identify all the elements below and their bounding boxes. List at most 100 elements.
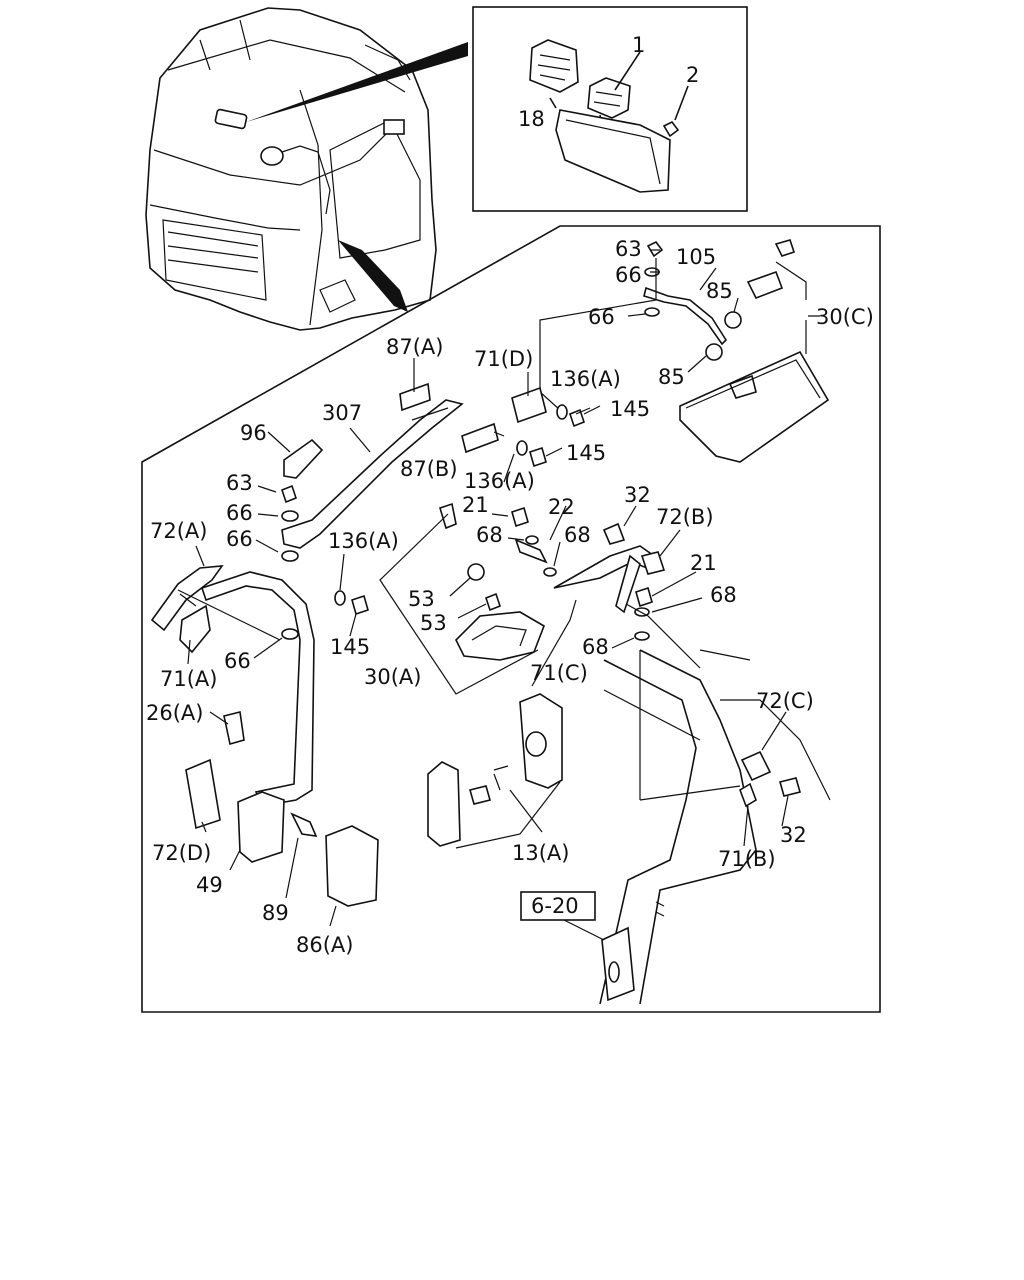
callout-21-center: 21 bbox=[462, 493, 489, 517]
bracket-72a bbox=[150, 565, 224, 632]
callout-72b: 72(B) bbox=[656, 505, 714, 529]
mirror-30c-group bbox=[539, 239, 830, 463]
inset-frame bbox=[472, 6, 748, 212]
washer-66-b bbox=[281, 550, 299, 562]
callout-68-right-b: 68 bbox=[582, 635, 609, 659]
callout-136a-upper: 136(A) bbox=[550, 367, 621, 391]
bulb-96 bbox=[283, 438, 324, 479]
arm-71c bbox=[553, 545, 662, 589]
bracket-71b bbox=[739, 782, 757, 808]
callout-22: 22 bbox=[548, 495, 575, 519]
mirror-base-pad bbox=[529, 39, 579, 93]
callout-13a: 13(A) bbox=[512, 841, 569, 865]
callout-87a: 87(A) bbox=[386, 335, 443, 359]
washer-66-a bbox=[281, 510, 299, 522]
plate-72d bbox=[185, 758, 221, 830]
washer-66-c bbox=[281, 628, 299, 640]
pointer-wedge-upper bbox=[246, 42, 468, 122]
callout-18: 18 bbox=[518, 107, 545, 131]
callout-68-center-a: 68 bbox=[476, 523, 503, 547]
right-arm-group bbox=[531, 522, 701, 687]
lamp-13a-group bbox=[427, 693, 563, 849]
cap-85-lower bbox=[705, 343, 723, 361]
washer-68-b bbox=[543, 567, 557, 577]
bolt-32-upper bbox=[602, 522, 626, 545]
bracket-72b bbox=[640, 551, 666, 575]
callout-71a: 71(A) bbox=[160, 667, 217, 691]
bracket-72c bbox=[740, 750, 772, 782]
callout-136a-mid: 136(A) bbox=[464, 469, 535, 493]
callout-72d: 72(D) bbox=[152, 841, 211, 865]
callout-30c: 30(C) bbox=[816, 305, 874, 329]
bolt-89 bbox=[290, 812, 318, 837]
callout-71b: 71(B) bbox=[718, 847, 776, 871]
callout-66-mid: 66 bbox=[588, 305, 615, 329]
upper-mirror-location bbox=[383, 119, 405, 135]
cap-53-upper bbox=[467, 563, 485, 581]
callout-85-upper: 85 bbox=[706, 279, 733, 303]
callout-26a: 26(A) bbox=[146, 701, 203, 725]
pillar-panel bbox=[601, 926, 635, 1002]
bracket-71d bbox=[511, 386, 547, 424]
cover-86a bbox=[325, 825, 379, 907]
callout-87b: 87(B) bbox=[400, 457, 458, 481]
callout-1: 1 bbox=[632, 33, 645, 57]
callout-30a: 30(A) bbox=[364, 665, 421, 689]
door-pillar-group bbox=[599, 649, 831, 1005]
callout-86a: 86(A) bbox=[296, 933, 353, 957]
left-arm-group bbox=[150, 565, 379, 907]
reference-box bbox=[520, 891, 596, 921]
mirror-mount-bracket bbox=[587, 77, 631, 119]
callout-66-left-c: 66 bbox=[224, 649, 251, 673]
callout-68-right-a: 68 bbox=[710, 583, 737, 607]
callout-63-left: 63 bbox=[226, 471, 253, 495]
pointer-wedge-lower bbox=[338, 240, 408, 312]
nut-63 bbox=[646, 240, 664, 258]
callout-105: 105 bbox=[676, 245, 716, 269]
washer-136a-lower bbox=[516, 440, 528, 456]
callout-72a: 72(A) bbox=[150, 519, 207, 543]
callout-89: 89 bbox=[262, 901, 289, 925]
callout-labels: 1 2 18 63 66 105 85 66 30(C) 85 87(A) 71… bbox=[146, 33, 874, 957]
inset-interior-mirror bbox=[529, 39, 689, 193]
reference-label: 6-20 bbox=[531, 894, 579, 918]
lamp-lens bbox=[525, 731, 547, 757]
mirror-30a-group bbox=[379, 502, 557, 695]
callout-72c: 72(C) bbox=[756, 689, 814, 713]
callout-145-upper: 145 bbox=[610, 397, 650, 421]
nut-63-left bbox=[281, 484, 297, 504]
callout-21-right: 21 bbox=[690, 551, 717, 575]
screw-30a bbox=[439, 502, 457, 530]
mirror-arm bbox=[200, 571, 315, 807]
washer-68-d bbox=[634, 631, 650, 641]
nut-145-lower bbox=[529, 446, 547, 468]
clip-26a bbox=[223, 711, 245, 746]
interior-mirror-location bbox=[214, 108, 248, 130]
callout-2: 2 bbox=[686, 63, 699, 87]
mount-screw bbox=[662, 120, 680, 138]
callout-307: 307 bbox=[322, 401, 362, 425]
bracket-22 bbox=[514, 538, 548, 564]
bracket-49 bbox=[237, 791, 285, 863]
callout-145-left: 145 bbox=[330, 635, 370, 659]
callout-53-lower: 53 bbox=[420, 611, 447, 635]
callout-49: 49 bbox=[196, 873, 223, 897]
callout-71d: 71(D) bbox=[474, 347, 533, 371]
mirror-head-30a bbox=[455, 611, 545, 661]
callout-63-top: 63 bbox=[615, 237, 642, 261]
callout-85-lower: 85 bbox=[658, 365, 685, 389]
cap-85-upper bbox=[724, 311, 742, 329]
nut-21-b bbox=[635, 586, 653, 608]
stay-105 bbox=[643, 286, 728, 346]
interior-mirror-body bbox=[555, 109, 671, 193]
callout-32-lower: 32 bbox=[780, 823, 807, 847]
plate-87b bbox=[461, 422, 499, 454]
callout-66-left-a: 66 bbox=[226, 501, 253, 525]
callout-32-upper: 32 bbox=[624, 483, 651, 507]
stay-307-group bbox=[281, 382, 585, 616]
leader-lines bbox=[187, 249, 820, 941]
side-mirror-location bbox=[260, 146, 284, 166]
callout-71c: 71(C) bbox=[530, 661, 588, 685]
lamp-cover bbox=[427, 761, 461, 847]
